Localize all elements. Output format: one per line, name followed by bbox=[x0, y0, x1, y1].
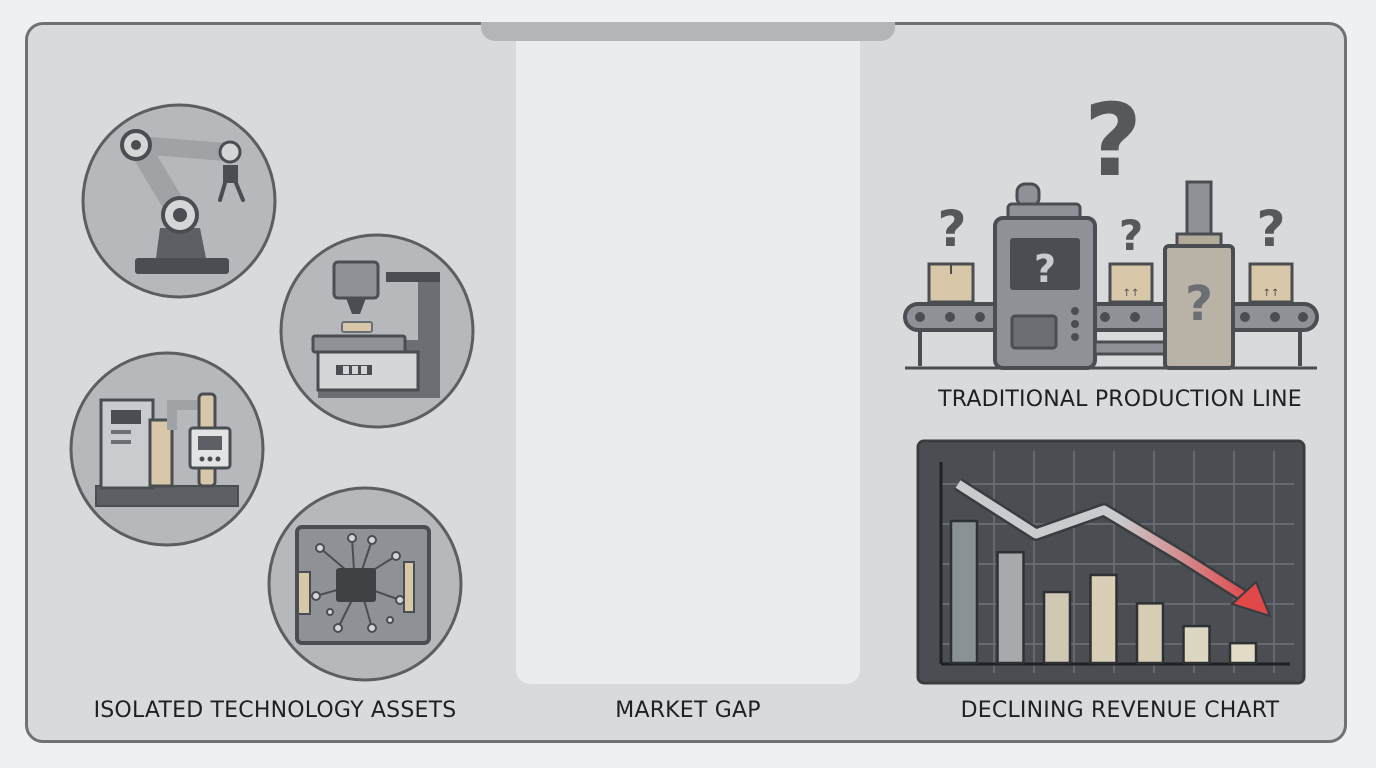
svg-text:↑↑: ↑↑ bbox=[1123, 288, 1140, 299]
svg-text:?: ? bbox=[1034, 247, 1056, 291]
market-gap-caption: MARKET GAP bbox=[615, 698, 761, 723]
robotic-arm-icon bbox=[81, 103, 277, 299]
svg-text:?: ? bbox=[1256, 200, 1285, 258]
declining-revenue-chart-caption: DECLINING REVENUE CHART bbox=[960, 698, 1280, 723]
chart-bar-3 bbox=[1042, 590, 1072, 665]
declining-chart-icon bbox=[916, 439, 1306, 685]
traditional-production-line-caption: TRADITIONAL PRODUCTION LINE bbox=[938, 387, 1302, 412]
chart-bar-7 bbox=[1228, 641, 1258, 665]
market-gap-panel bbox=[516, 41, 860, 684]
cnc-machine-icon bbox=[279, 233, 475, 429]
trend-arrow-head bbox=[1230, 580, 1272, 618]
chart-bar-5 bbox=[1135, 602, 1165, 665]
svg-text:?: ? bbox=[1119, 211, 1143, 260]
chart-bars bbox=[949, 519, 1258, 665]
chart-bar-2 bbox=[996, 550, 1025, 665]
industrial-equipment-icon bbox=[69, 351, 265, 547]
conveyor-line-icon: ? ? ? ? ↑↑ ↑↑ ? bbox=[903, 82, 1319, 370]
circuit-board-icon bbox=[267, 486, 463, 682]
chart-bar-1 bbox=[949, 519, 979, 665]
svg-text:?: ? bbox=[1084, 82, 1142, 199]
svg-text:?: ? bbox=[937, 200, 966, 258]
chart-bar-4 bbox=[1089, 573, 1118, 665]
top-tab-bar bbox=[481, 22, 895, 41]
isolated-technology-assets-caption: ISOLATED TECHNOLOGY ASSETS bbox=[93, 698, 457, 723]
chart-bar-6 bbox=[1182, 624, 1211, 665]
svg-text:?: ? bbox=[1185, 276, 1213, 332]
svg-text:↑↑: ↑↑ bbox=[1263, 288, 1280, 299]
